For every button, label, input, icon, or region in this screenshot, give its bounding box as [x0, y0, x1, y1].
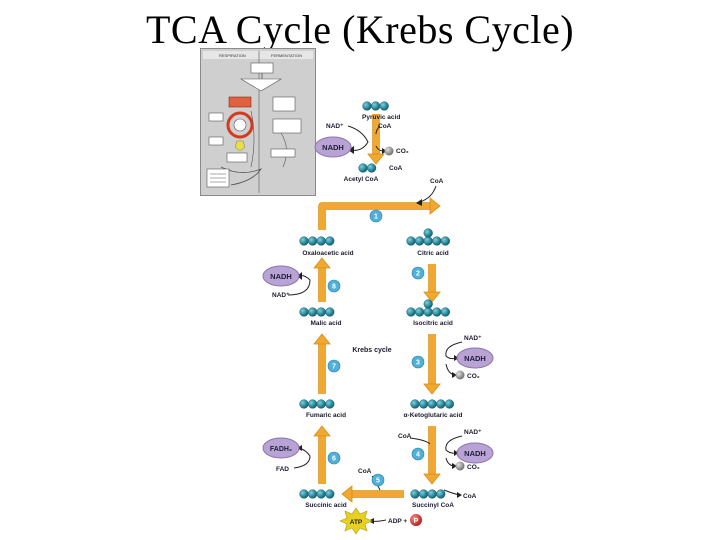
- arrow-step-5: [341, 485, 404, 503]
- oxaloacetic-acid-chain: [299, 236, 335, 246]
- step-badge-2: 2: [411, 266, 425, 280]
- label-coa: CoA: [430, 178, 444, 185]
- co2-sphere: [455, 370, 465, 380]
- step-number: 3: [416, 360, 420, 367]
- step-number: 6: [332, 456, 336, 463]
- label-adp: ADP +: [388, 518, 407, 525]
- atp-starburst: ATP: [339, 507, 373, 535]
- arrow-coa-out-acetyl: [416, 185, 437, 206]
- label-isocitric-acid: Isocitric acid: [413, 320, 453, 327]
- label-nad-plus: NAD⁺: [326, 123, 344, 130]
- slide-title: TCA Cycle (Krebs Cycle): [145, 7, 575, 52]
- arrow-co2-out-right-2: [445, 457, 457, 469]
- arrow-co2-out-right-1: [445, 363, 457, 378]
- step-number: 2: [416, 271, 420, 278]
- overview-thumbnail: RESPIRATION FERMENTATION: [200, 48, 316, 196]
- carbon-chains: [299, 101, 455, 499]
- label-succinic-acid: Succinic acid: [305, 502, 347, 509]
- label-oxaloacetic-acid: Oxaloacetic acid: [302, 250, 353, 257]
- svg-text:NADH: NADH: [464, 354, 486, 363]
- label-nad-plus: NAD⁺: [272, 292, 290, 299]
- arrow-coa-in-right-2: [409, 437, 431, 445]
- step-badges: 1 2 3 4 5 6 7 8: [327, 209, 425, 487]
- thumb-header-fermentation: FERMENTATION: [271, 53, 302, 58]
- thumb-header-respiration: RESPIRATION: [219, 53, 246, 58]
- label-coa: CoA: [398, 433, 412, 440]
- arrow-coa-in-top: [375, 125, 381, 135]
- label-co2: CO₂: [467, 373, 480, 380]
- svg-text:NADH: NADH: [464, 449, 486, 458]
- step-badge-7: 7: [327, 359, 341, 373]
- label-co2: CO₂: [396, 148, 409, 155]
- arrow-step-3: [423, 334, 441, 395]
- label-succinyl-coa: Succinyl CoA: [412, 502, 454, 509]
- label-fad: FAD: [276, 466, 289, 473]
- succinyl-coa-chain: [410, 489, 446, 499]
- citric-acid-chain: [406, 228, 451, 246]
- step-badge-8: 8: [327, 279, 341, 293]
- pyruvic-acid-chain: [362, 101, 389, 111]
- arrow-step-2: [423, 264, 441, 303]
- co2-sphere: [455, 461, 465, 471]
- isocitric-acid-chain: [406, 299, 451, 317]
- arrow-step-8: [313, 257, 331, 302]
- step-number: 1: [374, 214, 378, 221]
- svg-text:NADH: NADH: [322, 143, 344, 152]
- svg-text:FADH₂: FADH₂: [270, 446, 292, 453]
- label-acetyl-coa: Acetyl CoA: [344, 176, 379, 183]
- label-coa: CoA: [463, 493, 477, 500]
- ketoglutaric-acid-chain: [410, 399, 455, 409]
- label-fumaric-acid: Fumaric acid: [306, 412, 346, 419]
- step-number: 7: [332, 364, 336, 371]
- svg-text:NADH: NADH: [270, 272, 292, 281]
- arrow-coa-out-succinyl: [443, 489, 462, 498]
- nadh-right-ellipse-2: NADH: [456, 442, 494, 464]
- nadh-top-ellipse: NADH: [314, 136, 352, 158]
- fadh2-ellipse: FADH₂: [262, 437, 300, 459]
- label-coa: CoA: [389, 165, 403, 172]
- arrow-step-1: [318, 197, 441, 230]
- arrow-step-6: [313, 425, 331, 484]
- label-nad-plus: NAD⁺: [464, 429, 482, 436]
- arrow-nad-to-nadh-top: [347, 125, 369, 154]
- step-badge-3: 3: [411, 355, 425, 369]
- arrow-step-7: [313, 333, 331, 394]
- krebs-cycle-diagram: NADH NADH NADH NADH FADH₂ ATP P 1 2 3 4 5 6 7 8…: [262, 101, 494, 535]
- step-badge-5: 5: [371, 473, 385, 487]
- co2-sphere: [384, 146, 394, 156]
- step-badge-4: 4: [411, 447, 425, 461]
- step-badge-6: 6: [327, 451, 341, 465]
- succinic-acid-chain: [299, 489, 335, 499]
- label-citric-acid: Citric acid: [417, 250, 448, 257]
- step-number: 8: [332, 284, 336, 291]
- nadh-right-ellipse-1: NADH: [456, 347, 494, 369]
- svg-text:P: P: [414, 518, 419, 525]
- acetyl-coa-chain: [358, 163, 377, 173]
- label-krebs-cycle: Krebs cycle: [352, 347, 391, 354]
- label-ketoglutaric-acid: α-Ketoglutaric acid: [404, 412, 463, 419]
- phosphate-sphere: P: [410, 514, 422, 526]
- arrow-pyruvate-to-acetyl: [367, 114, 385, 165]
- label-malic-acid: Malic acid: [310, 320, 341, 327]
- nadh-left-ellipse: NADH: [262, 265, 300, 287]
- step-badge-1: 1: [369, 209, 383, 223]
- label-coa: CoA: [378, 123, 392, 130]
- arrow-step-4: [423, 426, 441, 485]
- label-nad-plus: NAD⁺: [464, 335, 482, 342]
- label-coa: CoA: [358, 468, 372, 475]
- svg-text:ATP: ATP: [350, 519, 363, 526]
- label-pyruvic-acid: Pyruvic acid: [362, 114, 400, 121]
- label-co2: CO₂: [467, 464, 480, 471]
- step-number: 5: [376, 478, 380, 485]
- malic-acid-chain: [299, 307, 335, 317]
- reaction-arrows: [287, 114, 463, 524]
- fumaric-acid-chain: [299, 399, 335, 409]
- step-number: 4: [416, 452, 420, 459]
